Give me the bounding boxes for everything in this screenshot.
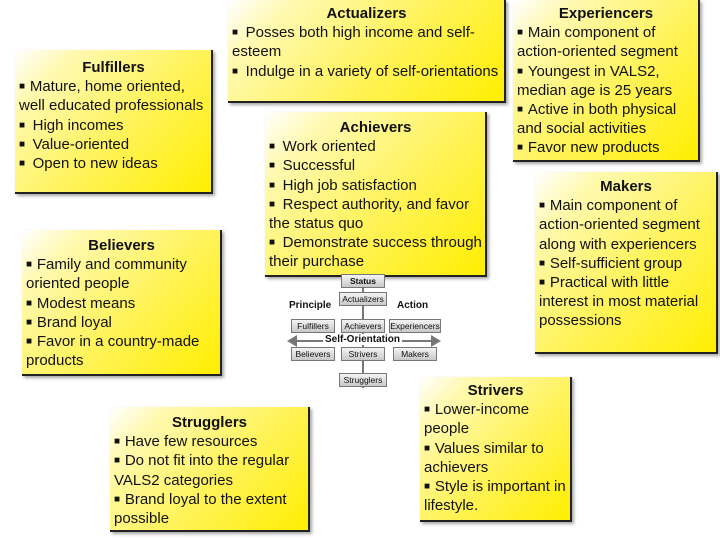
matrix-strugglers: Strugglers: [339, 373, 387, 387]
actualizers-title: Actualizers: [326, 5, 407, 22]
experiencers-item: Active in both physical and social activ…: [517, 100, 695, 138]
fulfillers-item: Mature, home oriented, well educated pro…: [19, 77, 208, 115]
strugglers-item: Have few resources: [114, 432, 305, 451]
achievers-item: Respect authority, and favor the status …: [269, 195, 482, 233]
achievers-item: Successful: [269, 156, 482, 175]
makers-item: Practical with little interest in most m…: [539, 273, 713, 331]
makers-title: Makers: [600, 178, 652, 195]
experiencers-item: Favor new products: [517, 138, 695, 157]
strugglers-item: Do not fit into the regular VALS2 catego…: [114, 451, 305, 489]
achievers-item: Work oriented: [269, 137, 482, 156]
strugglers-box: Strugglers Have few resources Do not fit…: [110, 407, 310, 532]
believers-item: Favor in a country-made products: [26, 332, 217, 370]
believers-item: Brand loyal: [26, 313, 217, 332]
strivers-item: Values similar to achievers: [424, 439, 567, 477]
matrix-strivers: Strivers: [341, 347, 385, 361]
matrix-action-label: Action: [397, 300, 429, 311]
achievers-box: Achievers Work oriented Successful High …: [265, 112, 487, 277]
experiencers-box: Experiencers Main component of action-or…: [513, 0, 700, 162]
actualizers-item: Indulge in a variety of self-orientation…: [232, 62, 501, 81]
strivers-item: Lower-income people: [424, 400, 567, 438]
matrix-principle-label: Principle: [289, 300, 332, 311]
matrix-believers: Believers: [291, 347, 335, 361]
actualizers-item: Posses both high income and self-esteem: [232, 23, 501, 61]
achievers-item: High job satisfaction: [269, 176, 482, 195]
strugglers-title: Strugglers: [171, 414, 247, 431]
experiencers-item: Main component of action-oriented segmen…: [517, 23, 695, 61]
fulfillers-item: High incomes: [19, 116, 208, 135]
strugglers-item: Brand loyal to the extent possible: [114, 490, 305, 528]
makers-item: Main component of action-oriented segmen…: [539, 196, 713, 254]
matrix-status-label: Status: [341, 274, 385, 288]
makers-item: Self-sufficient group: [539, 254, 713, 273]
matrix-makers: Makers: [393, 347, 437, 361]
strivers-title: Strivers: [467, 382, 524, 399]
fulfillers-item: Value-oriented: [19, 135, 208, 154]
believers-item: Modest means: [26, 294, 217, 313]
matrix-experiencers: Experiencers: [389, 319, 441, 333]
strivers-box: Strivers Lower-income people Values simi…: [420, 377, 572, 522]
matrix-self-orientation-label: Self-Orientation: [323, 334, 403, 345]
believers-item: Family and community oriented people: [26, 255, 217, 293]
matrix-actualizers: Actualizers: [339, 292, 387, 306]
fulfillers-item: Open to new ideas: [19, 154, 208, 173]
achievers-item: Demonstrate success through their purcha…: [269, 233, 482, 271]
fulfillers-box: Fulfillers Mature, home oriented, well e…: [15, 50, 213, 194]
experiencers-item: Youngest in VALS2, median age is 25 year…: [517, 62, 695, 100]
strivers-item: Style is important in lifestyle.: [424, 477, 567, 515]
matrix-fulfillers: Fulfillers: [291, 319, 335, 333]
fulfillers-title: Fulfillers: [82, 59, 145, 76]
experiencers-title: Experiencers: [558, 5, 654, 22]
matrix-achievers: Achievers: [341, 319, 385, 333]
believers-title: Believers: [88, 237, 155, 254]
vals-matrix: Status Principle Actualizers Action Fulf…: [283, 272, 443, 392]
makers-box: Makers Main component of action-oriented…: [535, 172, 718, 354]
believers-box: Believers Family and community oriented …: [22, 230, 222, 376]
actualizers-box: Actualizers Posses both high income and …: [228, 0, 506, 103]
achievers-title: Achievers: [339, 119, 412, 136]
